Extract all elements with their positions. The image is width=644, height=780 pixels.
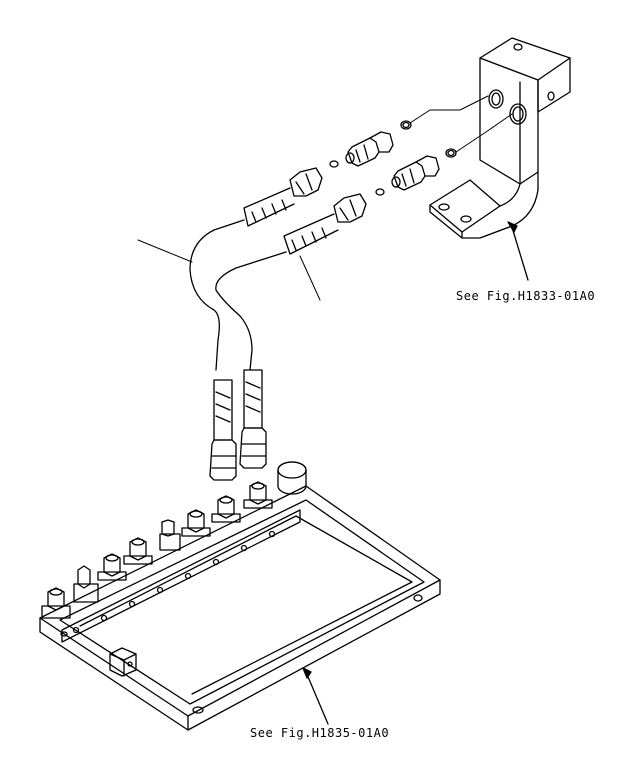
mounting-bracket <box>430 38 570 238</box>
hose-end-lower-2 <box>240 370 266 468</box>
reference-label-lower: See Fig.H1835-01A0 <box>250 726 390 740</box>
leader-line-lower <box>306 672 328 724</box>
o-ring <box>330 161 338 167</box>
union-fitting-1 <box>346 132 393 166</box>
o-ring <box>446 149 456 157</box>
fitting-row <box>42 462 306 618</box>
leader-line-upper <box>511 224 528 280</box>
reference-label-upper: See Fig.H1833-01A0 <box>456 289 596 303</box>
hose-end-upper-2 <box>284 194 366 254</box>
hose-end-upper-1 <box>244 168 322 226</box>
union-fitting-2 <box>392 156 439 190</box>
hose-end-lower-1 <box>210 380 236 480</box>
o-ring <box>401 121 411 129</box>
manifold-frame <box>40 486 440 730</box>
leader-arrow-lower <box>303 668 311 678</box>
leader-arrow-upper <box>508 222 517 232</box>
hose-assembly <box>138 220 320 370</box>
o-ring <box>376 189 384 195</box>
